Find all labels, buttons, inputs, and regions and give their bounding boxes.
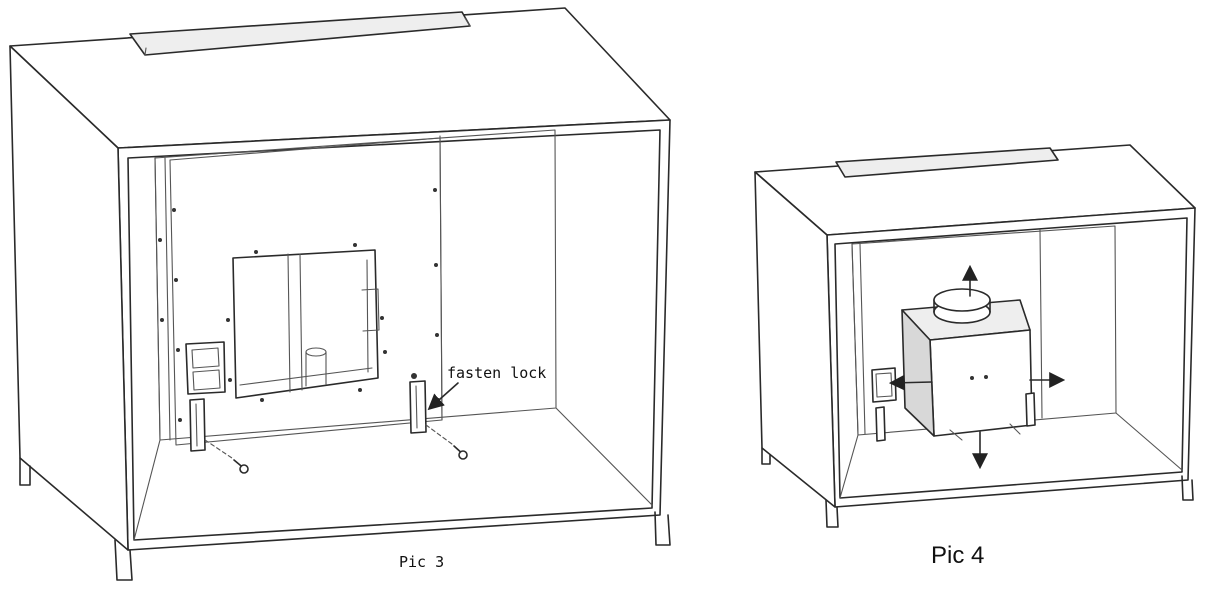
pic3-callout-arrow	[427, 382, 459, 411]
pic4-lock-right	[1025, 392, 1036, 427]
pic4-leg-back-left	[761, 447, 771, 465]
pic3-caption: Pic 3	[399, 553, 444, 571]
pic4-arrow-left	[888, 374, 933, 391]
pic4-screw-right	[1009, 423, 1021, 435]
pic3-screw-right	[425, 424, 468, 460]
pic4-switch-box	[871, 367, 897, 403]
pic4-fan-unit	[901, 288, 1033, 437]
pic3-screw-left	[204, 439, 249, 474]
pic3-switch-box	[185, 341, 226, 395]
pic4-inner-corner	[1039, 229, 1043, 419]
pic3-left-post	[154, 157, 171, 441]
pic3-leg-back-left	[19, 457, 31, 486]
pic4-lock-left	[875, 406, 886, 442]
pic4-illustration: Pic 4	[754, 144, 1196, 569]
pic3-lock-left	[189, 398, 206, 452]
pic3-floor-line	[133, 407, 653, 541]
pic4-floor-line	[839, 412, 1183, 499]
pic4-leg-front-right	[1181, 475, 1194, 501]
pic4-cabinet-left-side	[754, 171, 836, 508]
pic3-roof-duct-edge	[144, 17, 471, 56]
pic4-screw-left	[949, 429, 963, 441]
pic3-leg-front-right	[654, 511, 671, 546]
pic3-leg-front-left	[114, 539, 133, 581]
pic3-illustration: fasten lock Pic 3	[9, 7, 671, 581]
pic3-lock-right	[409, 373, 427, 434]
pic3-callout-label: fasten lock	[447, 364, 546, 382]
pic4-leg-front-left	[825, 499, 839, 528]
pic3-cabinet-left-side	[9, 45, 129, 551]
pic4-roof-duct-cover	[835, 147, 1059, 178]
pic4-left-post	[851, 243, 866, 436]
pic4-caption: Pic 4	[931, 542, 984, 569]
pic3-mounting-plate	[158, 137, 443, 446]
pic3-cabinet-opening	[127, 129, 661, 541]
pic3-fan-opening	[226, 243, 387, 402]
